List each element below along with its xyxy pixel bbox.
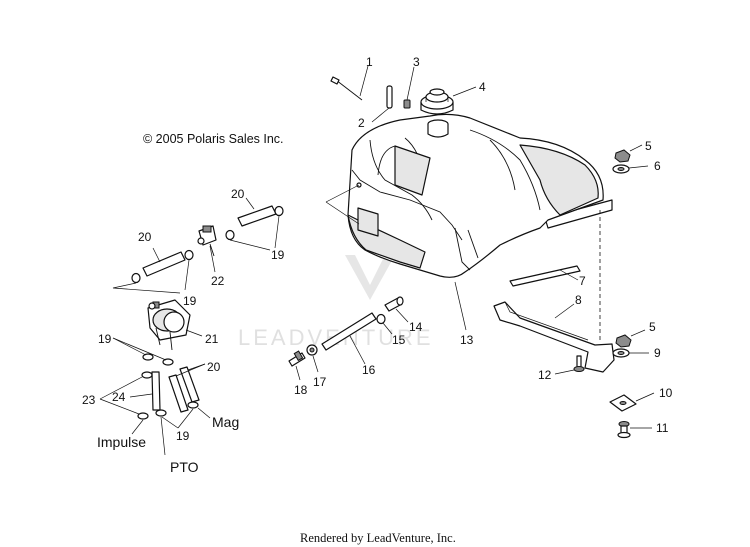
cable-tie[interactable] [330, 76, 363, 101]
clamp-19-top-b[interactable] [274, 205, 284, 217]
copyright-text: © 2005 Polaris Sales Inc. [143, 132, 284, 146]
clamp-19-top-a[interactable] [225, 229, 235, 241]
callout-2: 2 [358, 116, 365, 130]
callout-20-low: 20 [207, 360, 221, 374]
hose-20-low-b[interactable] [179, 366, 200, 403]
fuel-valve[interactable] [197, 225, 217, 257]
tank-fitting[interactable] [384, 296, 404, 312]
label-impulse: Impulse [97, 434, 146, 450]
clamp-19-pump-b[interactable] [162, 358, 174, 366]
washer-upper[interactable] [612, 164, 630, 174]
bracket-bolt[interactable] [573, 355, 585, 372]
callout-11: 11 [656, 421, 669, 435]
footer-credit: Rendered by LeadVenture, Inc. [300, 531, 456, 545]
callout-24: 24 [112, 390, 126, 404]
hose-clamp-17[interactable] [306, 344, 318, 356]
callout-21: 21 [205, 332, 219, 346]
washer-lower[interactable] [612, 348, 630, 358]
callout-19-low: 19 [176, 429, 190, 443]
tank-pad[interactable] [509, 265, 581, 287]
clamp-19-mid-b[interactable] [184, 249, 194, 261]
clamp-23-b[interactable] [137, 412, 149, 420]
label-pto: PTO [170, 459, 199, 475]
callout-15: 15 [392, 333, 406, 347]
callout-10: 10 [659, 386, 673, 400]
callout-5-lower: 5 [649, 320, 656, 334]
callout-19-top: 19 [271, 248, 285, 262]
hose-20-mid[interactable] [142, 251, 186, 277]
clamp-19-low-a[interactable] [155, 409, 167, 417]
tank-bracket[interactable] [493, 301, 615, 373]
callout-9: 9 [654, 346, 661, 360]
label-mag: Mag [212, 414, 239, 430]
callout-22: 22 [211, 274, 225, 288]
callout-23: 23 [82, 393, 96, 407]
callout-3: 3 [413, 55, 420, 69]
callout-20-top: 20 [231, 187, 245, 201]
callout-13: 13 [460, 333, 474, 347]
clamp-23-a[interactable] [141, 371, 153, 379]
callout-17: 17 [313, 375, 327, 389]
callout-8: 8 [575, 293, 582, 307]
pulse-line-24[interactable] [151, 371, 161, 411]
clamp-19-mid-a[interactable] [131, 272, 141, 284]
callout-18: 18 [294, 383, 308, 397]
callout-4: 4 [479, 80, 486, 94]
fuel-cap[interactable] [420, 88, 454, 115]
callout-6: 6 [654, 159, 661, 173]
inline-fitting[interactable] [288, 350, 306, 367]
hose-20-top[interactable] [237, 205, 277, 227]
fuel-hose-16[interactable] [321, 312, 377, 351]
vent-tube[interactable] [386, 85, 393, 109]
callout-19-mid: 19 [183, 294, 197, 308]
nut-lower[interactable] [615, 334, 632, 348]
callout-5-upper: 5 [645, 139, 652, 153]
clamp-19-pump-a[interactable] [142, 353, 154, 361]
callout-14: 14 [409, 320, 423, 334]
callout-20-mid: 20 [138, 230, 152, 244]
callout-16: 16 [362, 363, 376, 377]
fuel-tank[interactable] [347, 113, 613, 278]
rubber-pad[interactable] [609, 394, 637, 412]
fuel-pump[interactable] [147, 299, 191, 351]
hose-20-low-a[interactable] [168, 374, 189, 413]
hose-clamp-15[interactable] [376, 313, 386, 325]
callout-1: 1 [366, 55, 373, 69]
vent-clip[interactable] [403, 99, 411, 109]
callout-12: 12 [538, 368, 552, 382]
pad-bolt[interactable] [617, 421, 631, 439]
callout-19-left: 19 [98, 332, 112, 346]
nut-upper[interactable] [614, 149, 631, 163]
callout-7: 7 [579, 274, 586, 288]
clamp-19-low-b[interactable] [187, 401, 199, 409]
